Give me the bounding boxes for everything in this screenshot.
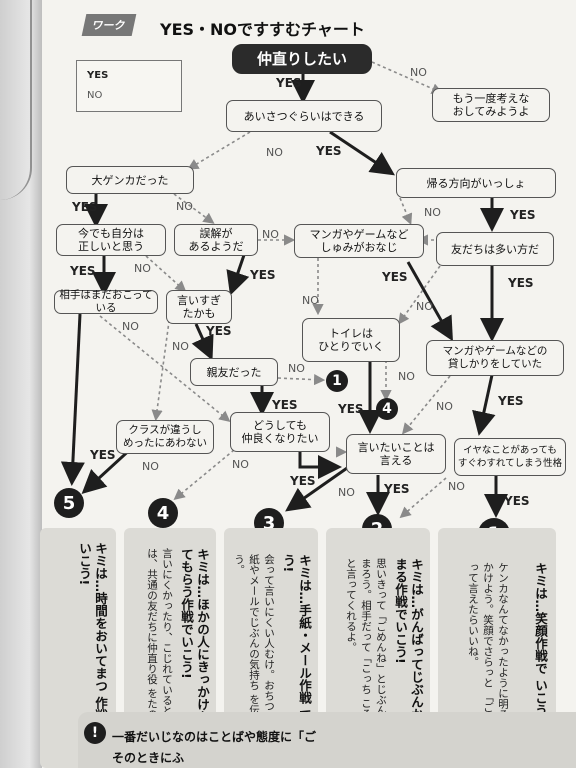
exclamation-icon: ! [84,722,106,744]
yes-label: YES [382,270,408,284]
card-3-heading: キミは…手紙・メール作戦 でいこう! [281,554,312,746]
node-manyfriends: 友だちは多い方だ [436,232,554,266]
yes-label: YES [72,200,98,214]
no-arrow [277,374,326,386]
no-label: NO [398,370,415,383]
yes-label: YES [70,264,96,278]
card-2-heading: キミは…がんばってじぶんか らあやまる作戦でいこう! [393,558,424,763]
no-label: NO [338,486,355,499]
no-label: NO [122,320,139,333]
node-toomuch: 言いすぎ たかも [166,290,232,324]
no-label: NO [416,300,433,313]
node-personality: イヤなことがあっても すぐわすれてしまう性格 [454,438,566,476]
yes-arrow [472,374,496,436]
no-label: NO [232,458,249,471]
no-arrow [173,449,235,501]
card-4-heading: キミは…ほかの人にきっかけを 作ってもらう作戦でいこう! [179,548,210,753]
no-label: NO [410,66,427,79]
yes-arrow [285,464,351,512]
node-samedir: 帰る方向がいっしょ [396,168,556,198]
node-classdiff: クラスが違うし めったにあわない [116,420,214,454]
node-lend: マンガやゲームなどの 貸しかりをしていた [426,340,564,376]
no-arrow [399,197,413,225]
result-badge: 4 [148,498,178,528]
node-toilet: トイレは ひとりでいく [302,318,400,362]
node-cansay: 言いたいことは 言える [346,434,446,474]
card-2-body: 思いきって「ごめんね」とじぶんか らあやまろう。相手だって「こっち こそごめん」… [345,558,387,761]
card-4-body: 言いにくかったり、こじれていると きには、共通の友だちに仲直り役 をたのもう。 [146,548,173,751]
yes-arrow [298,452,342,479]
yes-label: YES [338,402,364,416]
no-label: NO [302,294,319,307]
no-label: NO [176,200,193,213]
no-label: NO [424,206,441,219]
yes-arrow [226,254,250,296]
yes-label: YES [206,324,232,338]
tip-line-1: 一番だいじなのはことばや態度に「ご [112,730,317,744]
tip-line-2: そのときにふ [112,751,185,765]
no-label: NO [172,340,189,353]
no-label: NO [142,460,159,473]
yes-arrow [60,313,85,486]
node-greeting: あいさつぐらいはできる [226,100,382,132]
no-arrow [187,131,251,170]
node-stillright: 今でも自分は 正しいと思う [56,224,166,256]
no-label: NO [262,228,279,241]
tip-bar [78,712,576,768]
card-5-heading: キミは…時間をおいてまつ 作戦でいこう! [77,542,108,734]
yes-label: YES [276,76,302,90]
no-arrows [99,61,451,519]
yes-label: YES [290,474,316,488]
book-gutter [0,0,42,768]
yes-label: YES [504,494,530,508]
work-tag: ワーク [81,14,137,36]
yes-arrow [191,323,214,361]
badge-inline: 4 [376,398,398,420]
card-1-heading: キミは…笑顔作戦で いこう! [533,562,548,723]
node-bigfight: 大ゲンカだった [66,166,194,194]
yes-label: YES [498,394,524,408]
yes-arrow [329,130,395,176]
node-angry: 相手はまだおこっている [54,289,158,314]
yes-label: YES [316,144,342,158]
no-label: NO [436,400,453,413]
yes-label: YES [272,398,298,412]
no-label: NO [266,146,283,159]
no-arrow [371,61,443,94]
yes-label: YES [90,448,116,462]
yes-label: YES [508,276,534,290]
page-title: YES・NOですすむチャート [160,20,365,39]
no-label: NO [448,480,465,493]
yes-arrows [60,74,508,518]
no-arrow [145,255,187,293]
node-hobby: マンガやゲームなど しゅみがおなじ [294,224,424,258]
node-misunder: 誤解が あるようだ [174,224,258,256]
no-arrow [401,375,451,435]
legend-no-label: NO [87,90,103,101]
node-start: 仲直りしたい [232,44,372,74]
result-badge: 5 [54,488,84,518]
node-wanttomake: どうしても 仲良くなりたい [230,412,330,452]
page-curl [0,0,32,200]
yes-arrow [406,261,453,342]
yes-label: YES [510,208,536,222]
yes-label: YES [250,268,276,282]
badge-inline: 1 [326,370,348,392]
no-label: NO [288,362,305,375]
legend: YES NO [76,60,182,112]
yes-label: YES [384,482,410,496]
no-arrow [151,313,171,422]
node-bestfriend: 親友だった [190,358,278,386]
legend-yes-label: YES [87,70,109,81]
no-arrow [399,477,447,519]
no-label: NO [134,262,151,275]
no-arrow [173,193,215,224]
card-1-body: ケンカなんてなかったように明る く話しかけよう。笑顔でさらっと 「ごめんね」って… [467,562,509,755]
node-retry: もう一度考えな おしてみようよ [432,88,550,122]
card-3-body: 会って言いにくい人むけ。おちつい て手紙やメールでじぶんの気持ち を伝えよう。 [233,554,275,747]
